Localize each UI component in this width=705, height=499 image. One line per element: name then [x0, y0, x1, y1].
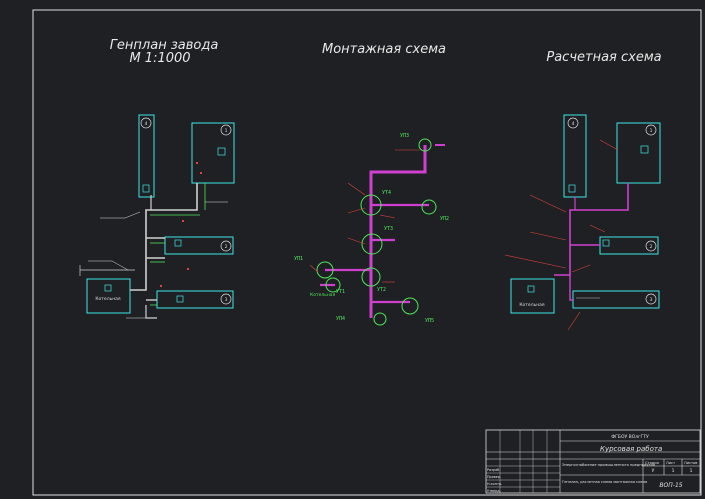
calc-boiler-house — [510, 278, 555, 314]
genplan-shop-3-marker — [220, 293, 232, 305]
title-block-work-type: Курсовая работа — [600, 445, 662, 453]
svg-text:1: 1 — [650, 128, 653, 134]
svg-text:УП4: УП4 — [336, 316, 345, 322]
svg-text:УП1: УП1 — [294, 256, 303, 262]
svg-text:Котельная: Котельная — [95, 296, 121, 302]
svg-text:4: 4 — [145, 121, 148, 127]
svg-text:3: 3 — [650, 297, 653, 303]
calc-shop-1 — [616, 122, 661, 184]
svg-text:Лист: Лист — [666, 461, 675, 465]
svg-text:УТ1: УТ1 — [336, 289, 345, 295]
montage-main-pipe — [369, 145, 427, 318]
svg-text:Котельная: Котельная — [519, 302, 545, 308]
title-block-sheet-desc: Генплан, расчетная схема монтажная схема — [562, 480, 647, 484]
genplan-shop-1 — [191, 122, 235, 184]
svg-text:Утверд.: Утверд. — [487, 489, 501, 493]
montage-node-up5 — [401, 297, 419, 315]
svg-text:УТ3: УТ3 — [384, 226, 393, 232]
montage-node-ut4 — [360, 194, 382, 216]
title-block-code: ВОП-15 — [659, 482, 682, 489]
svg-text:1: 1 — [225, 128, 228, 134]
montage-node-up2 — [421, 199, 437, 215]
montage-node-ut3 — [361, 233, 383, 255]
svg-text:1: 1 — [690, 468, 693, 474]
svg-text:2: 2 — [650, 244, 653, 250]
calc-diagram: 4 1 2 3 Котельная — [504, 114, 661, 331]
montage-node-up3 — [418, 138, 432, 152]
svg-text:У: У — [652, 468, 655, 474]
svg-text:Провер.: Провер. — [487, 475, 501, 479]
genplan-scale: М 1:1000 — [129, 51, 190, 66]
svg-text:4: 4 — [572, 121, 575, 127]
svg-text:Н.контр.: Н.контр. — [487, 482, 502, 486]
sheet-frame — [32, 9, 702, 496]
genplan-shop-1-marker — [220, 124, 232, 136]
genplan-title: Генплан завода — [110, 38, 219, 53]
genplan-shop-2-marker — [220, 240, 232, 252]
genplan-shop-4 — [138, 114, 155, 198]
montage-node-up1 — [316, 261, 334, 279]
montage-diagram: УП3 УТ4 УП2 УТ3 УП1 УТ1 УТ2 УП4 УП5 Коте… — [294, 133, 449, 326]
svg-text:УП2: УП2 — [440, 216, 449, 222]
montage-node-up4 — [373, 312, 387, 326]
title-block-description: Энергоснабжение промышленного предприяти… — [562, 463, 655, 467]
calc-main-pipe — [554, 183, 629, 276]
title-block: ФГБОУ ВОлгГТУ Курсовая работа Энергоснаб… — [485, 429, 701, 494]
svg-text:УП3: УП3 — [400, 133, 409, 139]
genplan-shop-4-marker — [140, 117, 152, 129]
genplan-diagram: 4 1 2 3 Котельная — [79, 114, 235, 319]
svg-text:Разраб.: Разраб. — [487, 468, 500, 472]
montage-title: Монтажная схема — [322, 42, 446, 57]
svg-text:УП5: УП5 — [425, 318, 434, 324]
genplan-boiler-house — [86, 278, 131, 314]
genplan-shop-2 — [164, 236, 234, 255]
genplan-main-pipe — [130, 183, 198, 291]
title-block-org: ФГБОУ ВОлгГТУ — [611, 434, 649, 440]
svg-text:Листов: Листов — [684, 461, 697, 465]
svg-text:1: 1 — [672, 468, 675, 474]
svg-text:2: 2 — [225, 244, 228, 250]
genplan-shop-3 — [156, 290, 234, 309]
calc-title: Расчетная схема — [546, 50, 661, 65]
montage-node-ut2 — [361, 267, 381, 287]
montage-node-ut1 — [325, 277, 341, 293]
svg-text:Стадия: Стадия — [645, 461, 659, 465]
svg-text:УТ2: УТ2 — [377, 287, 386, 293]
svg-text:3: 3 — [225, 297, 228, 303]
svg-text:УТ4: УТ4 — [382, 190, 391, 196]
svg-text:Котельная: Котельная — [310, 292, 336, 298]
